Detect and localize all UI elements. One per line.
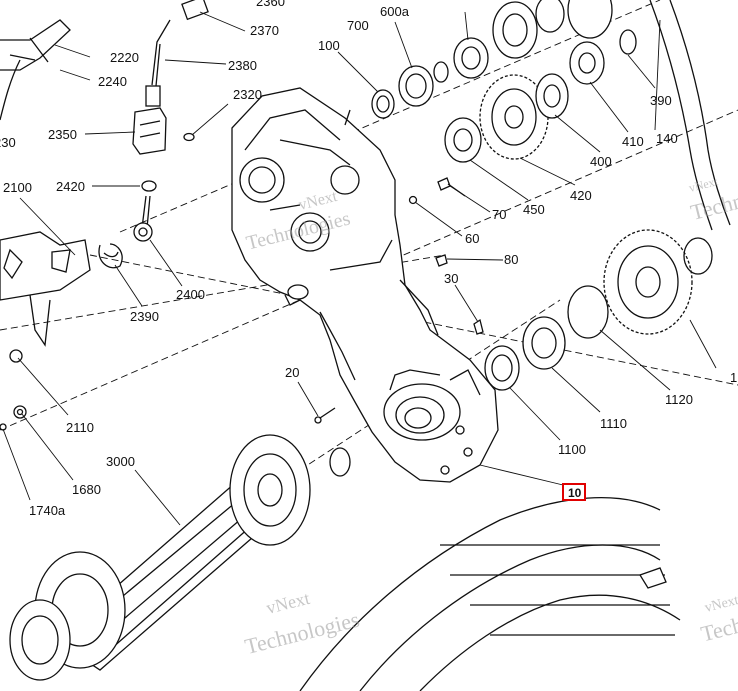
callout-80[interactable]: 80 — [504, 252, 518, 267]
callout-70[interactable]: 70 — [492, 207, 506, 222]
callout-1680[interactable]: 1680 — [72, 482, 101, 497]
callout-3000[interactable]: 3000 — [106, 454, 135, 469]
callout-2380[interactable]: 2380 — [228, 58, 257, 73]
callout-2420[interactable]: 2420 — [56, 179, 85, 194]
leader-lines — [2, 11, 717, 526]
lower-shaft-components — [484, 229, 713, 391]
callout-100[interactable]: 100 — [318, 38, 340, 53]
callout-1740a[interactable]: 1740a — [29, 503, 66, 518]
svg-text:Technologies: Technologies — [242, 607, 362, 660]
svg-text:10: 10 — [568, 486, 582, 500]
callout-1120[interactable]: 1120 — [665, 392, 693, 407]
gearbox-housing — [231, 87, 499, 483]
callout-2110[interactable]: 2110 — [66, 420, 94, 435]
shift-linkage — [0, 0, 209, 242]
watermark-3: vNext Technologies — [242, 588, 362, 660]
callout-2390[interactable]: 2390 — [130, 309, 159, 324]
watermark-4: vNext Technologies — [698, 593, 738, 646]
callout-2360[interactable]: 2360 — [256, 0, 285, 9]
callout-2400[interactable]: 2400 — [176, 287, 205, 302]
callout-2240[interactable]: 2240 — [98, 74, 127, 89]
callout-20[interactable]: 20 — [285, 365, 299, 380]
callout-400[interactable]: 400 — [590, 154, 612, 169]
callout-420[interactable]: 420 — [570, 188, 592, 203]
highlighted-callout-10[interactable]: 10 — [562, 483, 586, 501]
callout-230[interactable]: 230 — [0, 135, 16, 150]
callout-140[interactable]: 140 — [656, 131, 678, 146]
fasteners — [314, 177, 484, 424]
callout-2370[interactable]: 2370 — [250, 23, 279, 38]
drive-axle-3000 — [9, 434, 351, 681]
callout-600a[interactable]: 600a — [380, 4, 410, 19]
callout-450[interactable]: 450 — [523, 202, 545, 217]
callout-60[interactable]: 60 — [465, 231, 479, 246]
callout-2350[interactable]: 2350 — [48, 127, 77, 142]
drive-chain — [649, 0, 731, 231]
callout-700[interactable]: 700 — [347, 18, 369, 33]
upper-shaft-components — [371, 0, 637, 163]
callout-1-partial[interactable]: 1 — [730, 370, 737, 385]
callout-1100[interactable]: 1100 — [558, 442, 586, 457]
svg-text:vNext: vNext — [264, 588, 312, 618]
svg-text:vNext: vNext — [703, 593, 738, 616]
callout-2100[interactable]: 2100 — [3, 180, 32, 195]
track — [299, 497, 681, 691]
callout-labels: 2360 2370 2220 2240 2380 2320 230 2350 2… — [0, 0, 737, 518]
callout-390[interactable]: 390 — [650, 93, 672, 108]
callout-30[interactable]: 30 — [444, 271, 458, 286]
bracket-2100 — [0, 231, 123, 431]
svg-text:vNext: vNext — [687, 174, 719, 195]
callout-2220[interactable]: 2220 — [110, 50, 139, 65]
callout-2320[interactable]: 2320 — [233, 87, 262, 102]
callout-1110[interactable]: 1110 — [600, 416, 627, 431]
callout-410[interactable]: 410 — [622, 134, 644, 149]
